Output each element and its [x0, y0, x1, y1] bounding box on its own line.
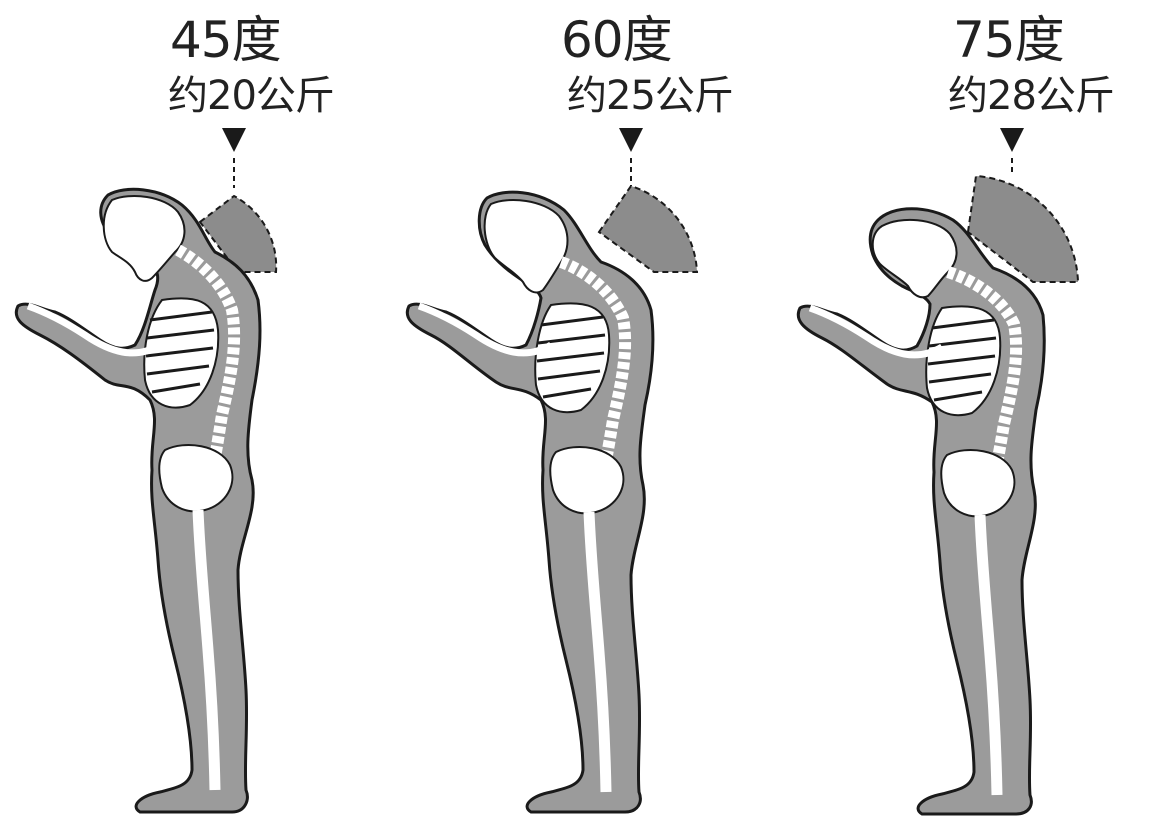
- arrow-down-icon: [1000, 128, 1024, 152]
- person-silhouette: [389, 0, 777, 828]
- load-wedge: [599, 186, 697, 272]
- arrow-down-icon: [619, 128, 643, 152]
- person-silhouette: [778, 0, 1166, 828]
- posture-figure-75: 75度 约28公斤: [778, 0, 1166, 828]
- posture-figure-60: 60度 约25公斤: [389, 0, 777, 828]
- person-silhouette: [0, 0, 388, 828]
- posture-figure-45: 45度 约20公斤: [0, 0, 388, 828]
- arrow-down-icon: [222, 128, 246, 152]
